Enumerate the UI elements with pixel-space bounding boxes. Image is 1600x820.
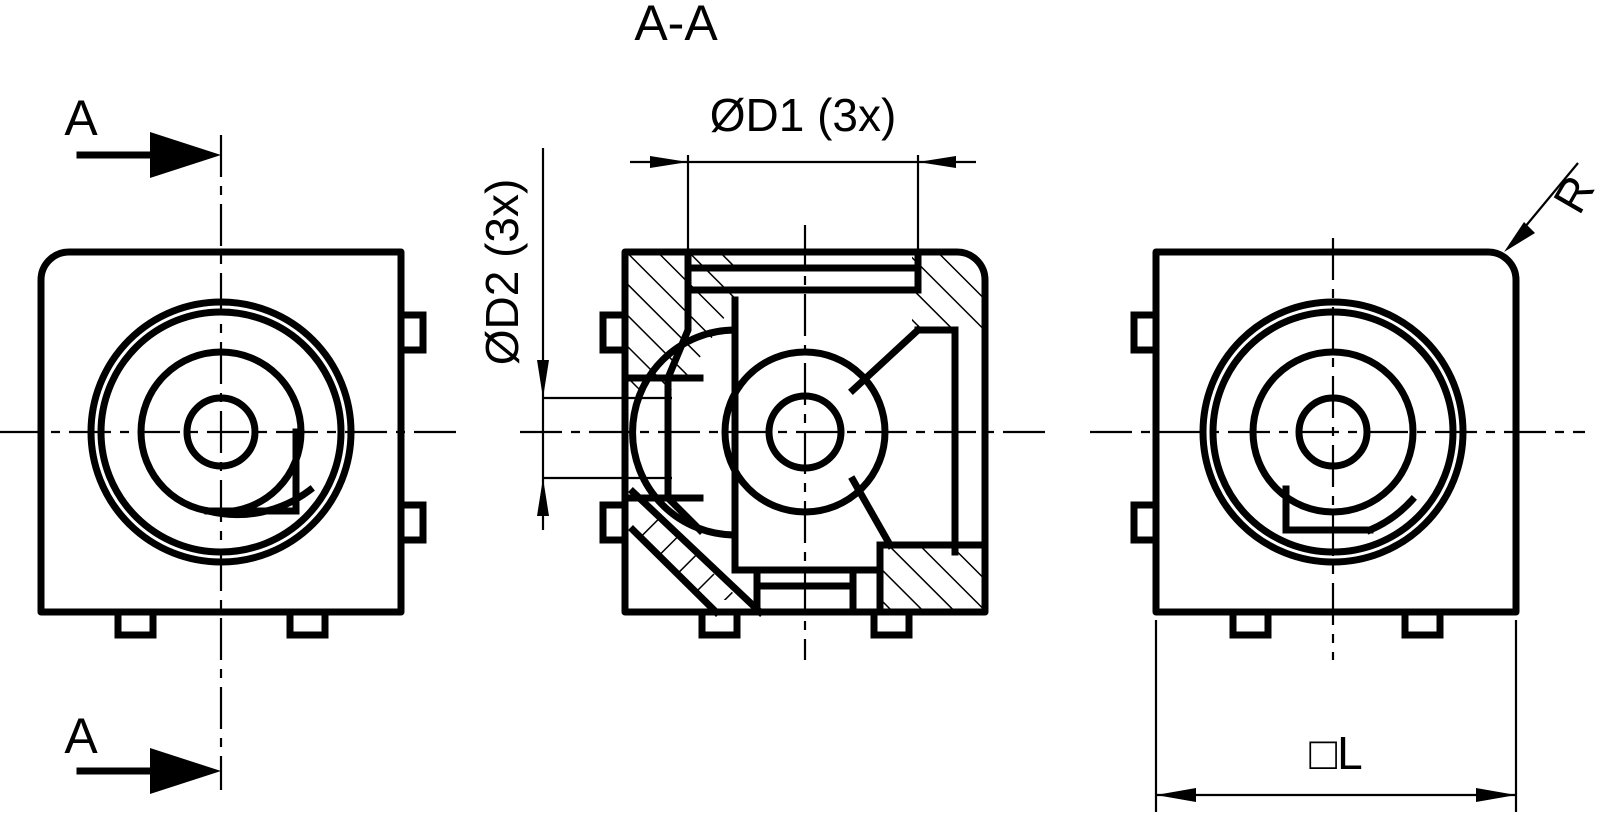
section-diagonal-rib-upper-edge (628, 487, 765, 617)
section-view-side-tab-upper (599, 311, 629, 354)
section-diagonal-rib-lower-edge (628, 525, 721, 617)
dimension-length-arrowhead-left (1156, 788, 1196, 802)
dimension-d2: ØD2 (3x) (476, 148, 672, 530)
section-hatch-top-right (912, 255, 982, 330)
dimension-d2-arrowhead-lower (537, 478, 549, 516)
front-view-outer-bore-inner-circle (97, 308, 345, 556)
dimension-length-arrowhead-right (1476, 788, 1516, 802)
dimension-d1-label: ØD1 (3x) (710, 89, 897, 141)
dimension-length: □L (1154, 620, 1518, 812)
section-view-foot-right (870, 608, 913, 639)
section-hatch-bottom-right (880, 545, 982, 609)
rear-view-through-hole-circle (1295, 394, 1371, 470)
radius-callout: R (1504, 162, 1600, 252)
rear-view-internal-rib-arc (1365, 495, 1417, 535)
dimension-d1-arrowhead-right (918, 156, 956, 168)
rear-view-foot-right (1401, 608, 1444, 639)
section-mark-top-label: A (64, 90, 98, 146)
section-mark-bottom-arrowhead (150, 748, 221, 794)
front-view-foot-right (286, 608, 329, 639)
dimension-d2-label: ØD2 (3x) (476, 179, 528, 366)
rear-view-outer-bore-inner-circle (1209, 308, 1457, 556)
section-view-foot-left (698, 608, 741, 639)
section-mark-bottom-label: A (64, 708, 98, 764)
rear-view (1090, 238, 1585, 660)
rear-view-foot-left (1229, 608, 1272, 639)
rear-view-side-tab-upper (1130, 311, 1160, 354)
front-view-foot-left (114, 608, 157, 639)
dimension-d1: ØD1 (3x) (630, 89, 976, 262)
front-view-outer-bore-circle (87, 298, 355, 566)
radius-callout-label: R (1543, 167, 1600, 222)
section-view-body-outline (621, 248, 989, 616)
section-view-a-a (520, 225, 1045, 660)
section-bore-left-taper (629, 326, 739, 539)
section-bore-bottom-right-taper (848, 475, 895, 550)
section-mark-bottom: A (64, 708, 221, 794)
section-view-side-tab-lower (599, 501, 629, 544)
front-view-side-tab-upper (397, 311, 427, 354)
section-bore-inner-circle (765, 392, 845, 472)
front-view-internal-rib-arc (203, 485, 315, 519)
dimension-length-label: □L (1309, 727, 1362, 779)
front-view-side-tab-lower (397, 501, 427, 544)
rear-view-outer-bore-circle (1199, 298, 1467, 566)
front-view (0, 135, 462, 790)
rear-view-body-outline (1152, 248, 1520, 616)
front-view-body-outline (37, 248, 405, 616)
dimension-d2-arrowhead-upper (537, 360, 549, 398)
dimension-d1-arrowhead-left (650, 156, 688, 168)
radius-callout-arrowhead (1504, 222, 1535, 252)
section-mark-top: A (64, 90, 221, 178)
section-mark-top-arrowhead (150, 132, 221, 178)
rear-view-side-tab-lower (1130, 501, 1160, 544)
section-title: A-A (634, 0, 718, 51)
front-view-through-hole-circle (183, 394, 259, 470)
section-bore-outer-circle (721, 348, 889, 516)
rear-view-counterbore-circle (1249, 348, 1417, 516)
